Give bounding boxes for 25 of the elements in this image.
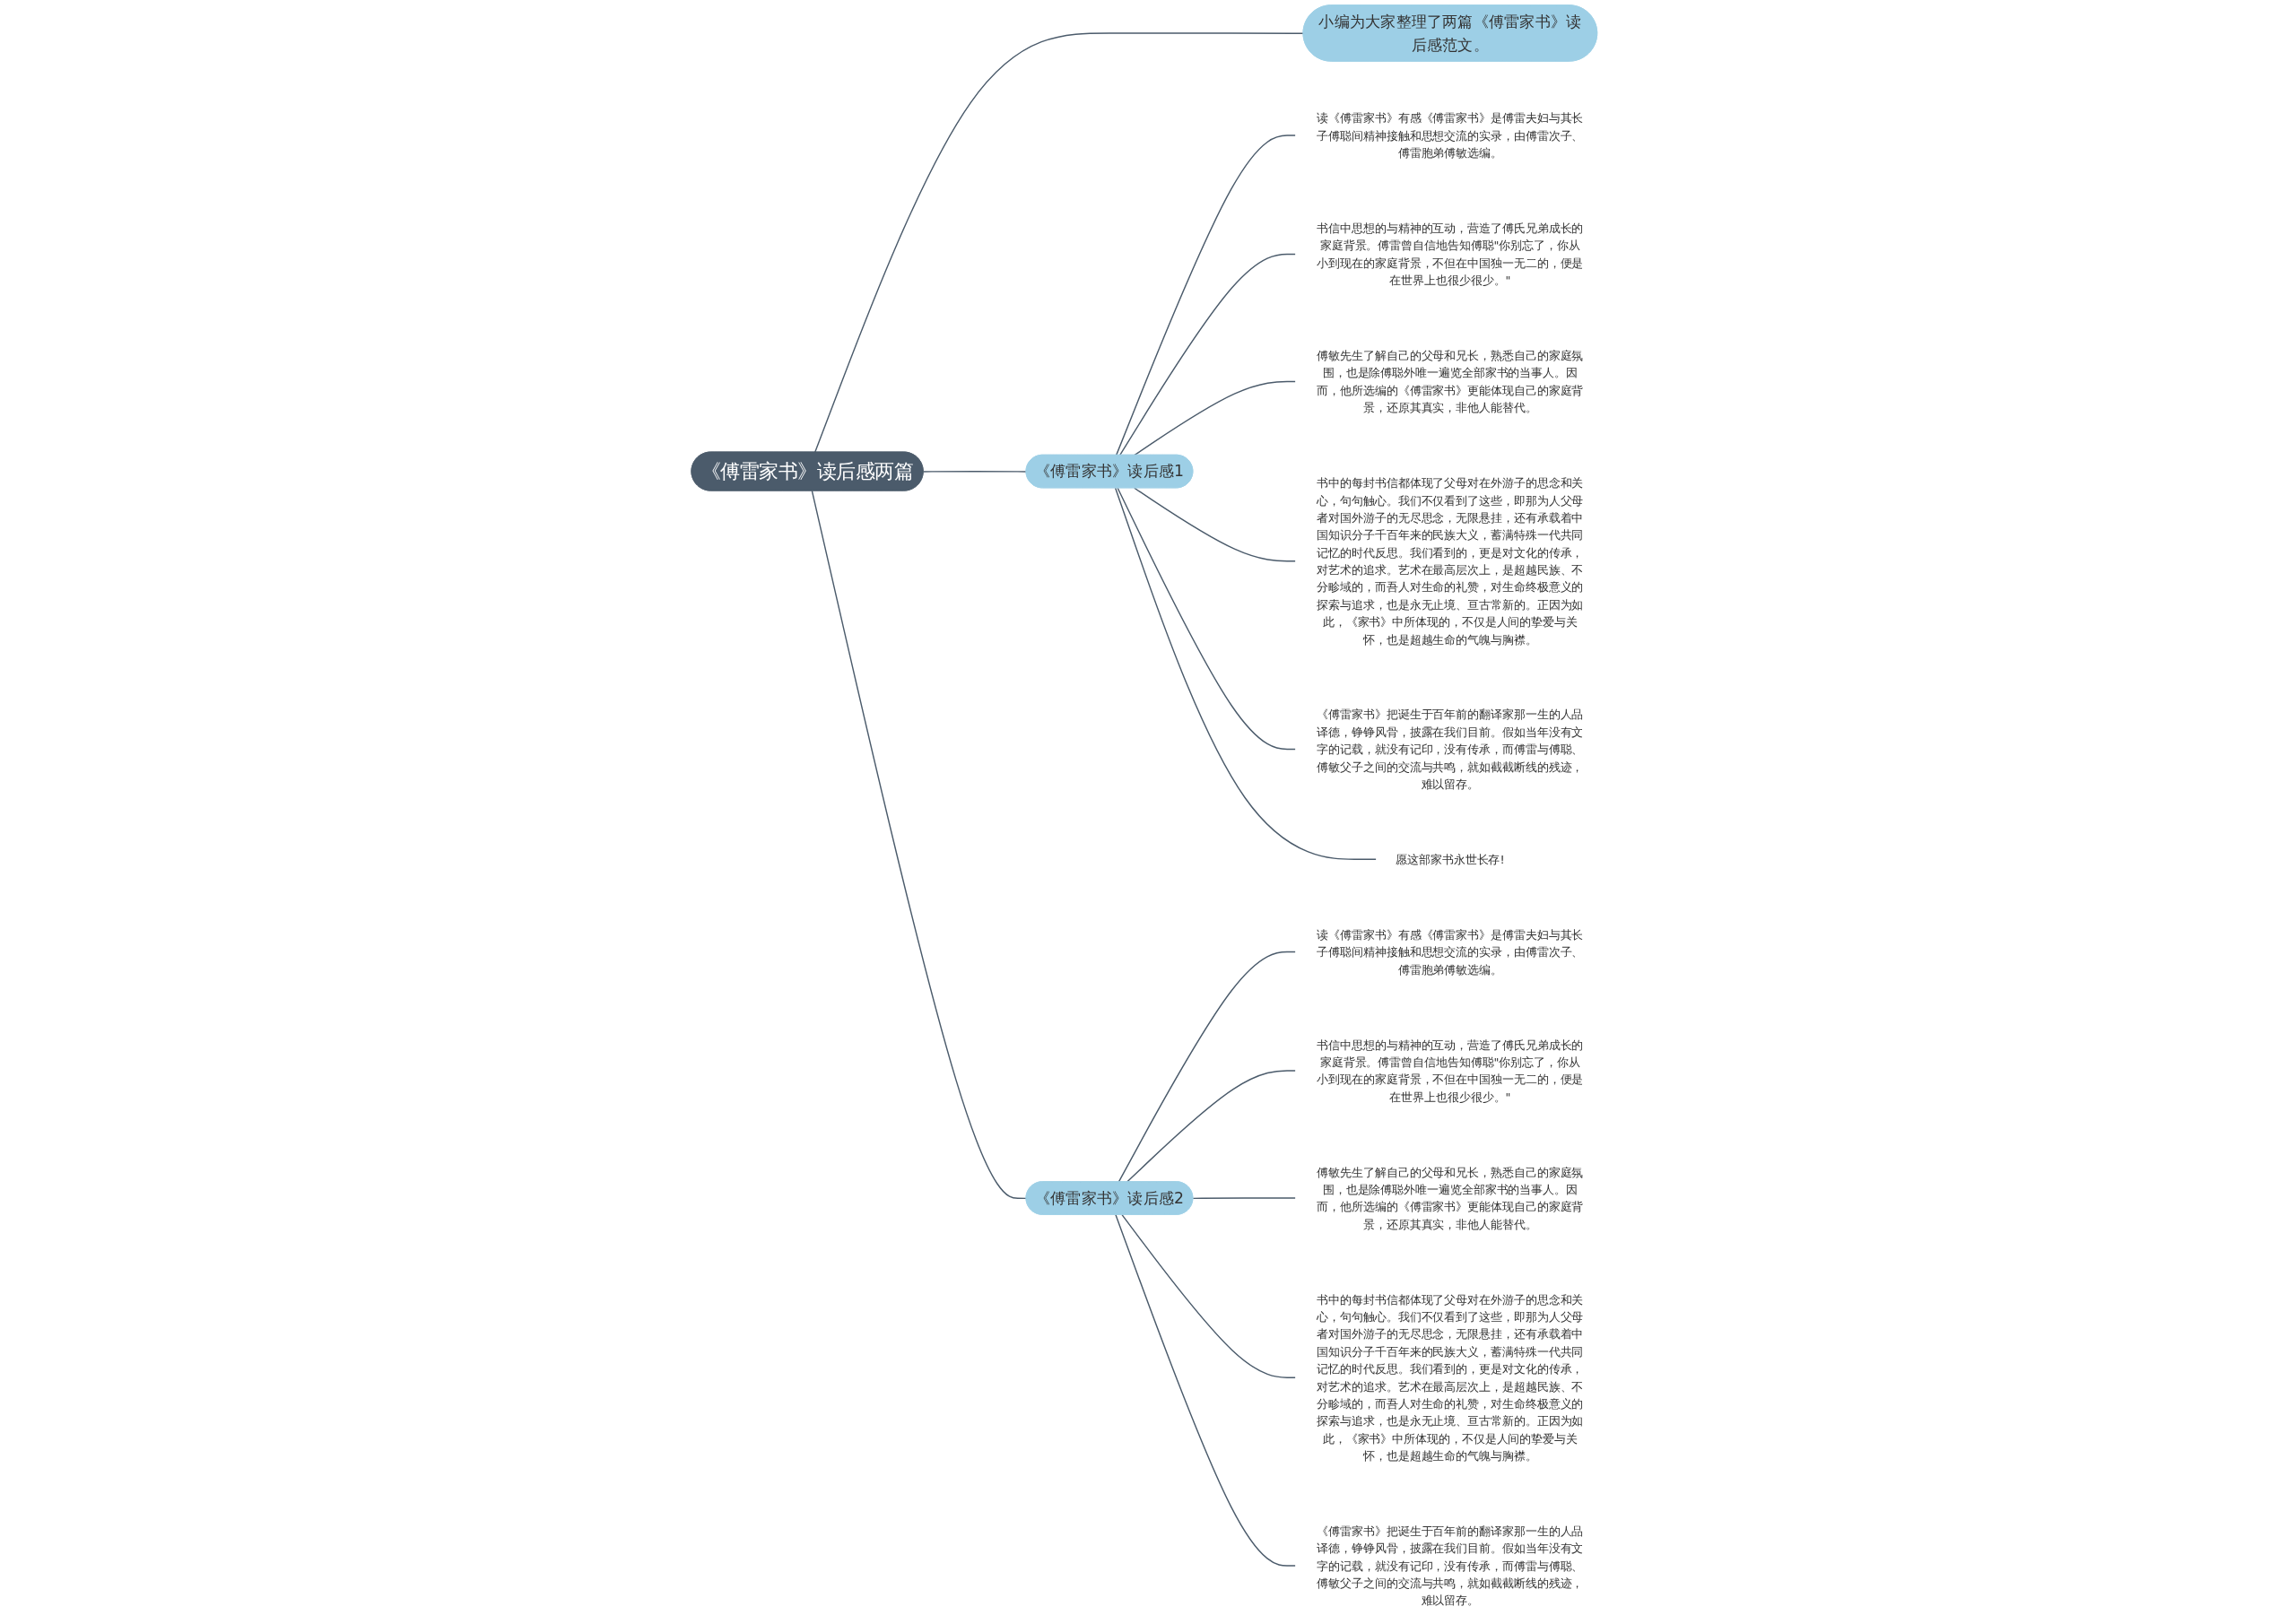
node-text: 书中的每封书信都体现了父母对在外游子的思念和关心，句句触心。我们不仅看到了这些，即那为人父母者对国外游子的无尽思念，无限悬挂，还有承载着中国知识分子千百年来的民族大义，蓄满特殊一代共同记忆的时代反思。我们看到的，更是对文化的传承，对艺术的追求。艺术在最高层次上，是超越民族、不分畛域的，而吾人对生命的礼赞，对生命终极意义的探索与追求，也是永无止境、亘古常新的。正因为如此，《家书》中所体现的，不仅是人间的挚爱与关怀，也是超越生命的气魄与胸襟。: [1317, 475, 1584, 647]
connector: [1121, 1213, 1297, 1378]
connector: [1118, 253, 1297, 456]
node-text: 愿这部家书永世长存!: [1396, 852, 1505, 866]
node-text: 《傅雷家书》把诞生于百年前的翻译家那一生的人品译德，铮铮风骨，披露在我们目前。假如当年没有文字的记载，就没有记印，没有传承，而傅雷与傅聪、傅敏父子之间的交流与共鸣，就如截截断线的残迹，难以留存。: [1317, 708, 1584, 791]
connector: [1192, 1197, 1297, 1200]
node-text: 《傅雷家书》把诞生于百年前的翻译家那一生的人品译德，铮铮风骨，披露在我们目前。假如当年没有文字的记载，就没有记印，没有传承，而傅雷与傅聪、傅敏父子之间的交流与共鸣，就如截截断线的残迹，难以留存。: [1317, 1524, 1584, 1608]
node-text: 读《傅雷家书》有感《傅雷家书》是傅雷夫妇与其长子傅聪间精神接触和思想交流的实录，由傅雷次子、傅雷胞弟傅敏选编。: [1317, 111, 1584, 160]
connector: [1115, 135, 1297, 456]
connector: [811, 490, 1028, 1200]
node-text: 读《傅雷家书》有感《傅雷家书》是傅雷夫妇与其长子傅聪间精神接触和思想交流的实录，由傅雷次子、傅雷胞弟傅敏选编。: [1317, 927, 1584, 977]
connector: [1114, 487, 1378, 860]
connector: [1115, 1213, 1297, 1567]
connector: [1118, 951, 1297, 1183]
node-text: 书中的每封书信都体现了父母对在外游子的思念和关心，句句触心。我们不仅看到了这些，即那为人父母者对国外游子的无尽思念，无限悬挂，还有承载着中国知识分子千百年来的民族大义，蓄满特殊一代共同记忆的时代反思。我们看到的，更是对文化的传承，对艺术的追求。艺术在最高层次上，是超越民族、不分畛域的，而吾人对生命的礼赞，对生命终极意义的探索与追求，也是永无止境、亘古常新的。正因为如此，《家书》中所体现的，不仅是人间的挚爱与关怀，也是超越生命的气魄与胸襟。: [1317, 1292, 1584, 1463]
connector: [1134, 487, 1297, 562]
node-text: 书信中思想的与精神的互动，营造了傅氏兄弟成长的家庭背景。傅雷曾自信地告知傅聪"你别忘了，你从小到现在的家庭背景，不但在中国独一无二的，便是在世界上也很少很少。": [1317, 1038, 1584, 1104]
node-text: 书信中思想的与精神的互动，营造了傅氏兄弟成长的家庭背景。傅雷曾自信地告知傅聪"你别忘了，你从小到现在的家庭背景，不但在中国独一无二的，便是在世界上也很少很少。": [1317, 221, 1584, 288]
connector: [922, 471, 1028, 473]
connector: [1117, 487, 1297, 751]
connector: [813, 32, 1305, 454]
node-text: 傅敏先生了解自己的父母和兄长，熟悉自己的家庭氛围，也是除傅聪外唯一遍览全部家书的当事人。因而，他所选编的《傅雷家书》更能体现自己的家庭背景，还原其真实，非他人能替代。: [1317, 1165, 1584, 1231]
connector: [1126, 1070, 1297, 1183]
connector: [1134, 380, 1297, 456]
node-text: 傅敏先生了解自己的父母和兄长，熟悉自己的家庭氛围，也是除傅聪外唯一遍览全部家书的当事人。因而，他所选编的《傅雷家书》更能体现自己的家庭背景，还原其真实，非他人能替代。: [1317, 348, 1584, 415]
